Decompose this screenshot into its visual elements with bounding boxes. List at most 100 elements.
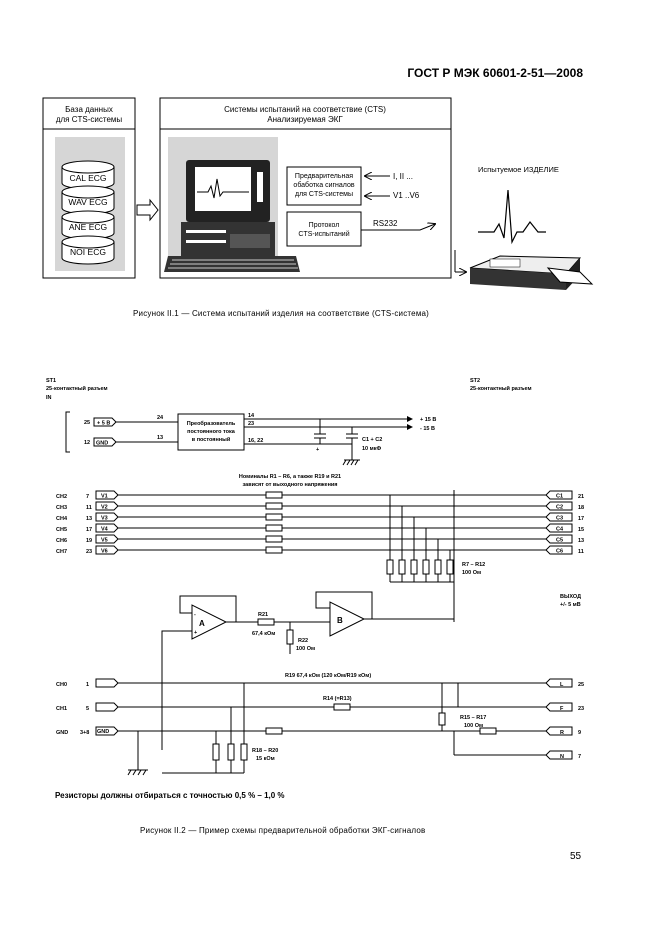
output-connector-2: [545, 512, 573, 522]
opamp-a-label: A: [199, 619, 205, 628]
channel-resistor-4: [265, 535, 283, 543]
r21-value: 67,4 кОм: [252, 631, 275, 637]
ch1-pin: 5: [86, 706, 89, 712]
channel-label-0: CH2: [56, 494, 67, 500]
output-range: +/- 5 мB: [560, 602, 581, 608]
svg-text:-: -: [194, 612, 196, 618]
database-title-line2: для CTS-системы: [56, 115, 123, 124]
input-connector-3: [95, 523, 119, 533]
st1-desc: 25-контактный разъем: [46, 385, 108, 392]
preproc-line1: Предварительная: [295, 173, 353, 180]
r19-label: R19 67,4 кОм (120 кОм/R19 кОм): [285, 673, 371, 679]
system-title-line1: Системы испытаний на соответствие (CTS): [224, 105, 386, 114]
r21-label: R21: [258, 612, 268, 618]
input-connector-0: [95, 490, 119, 500]
st1-in: IN: [46, 395, 52, 401]
output-name-3: C4: [556, 527, 564, 533]
opamp-b-label: B: [337, 616, 343, 625]
ch1-out-pin: 23: [578, 706, 584, 712]
document-header: ГОСТ Р МЭК 60601-2-51—2008: [407, 66, 583, 80]
output-connector-1: [545, 501, 573, 511]
db-item-cal: CAL ECG: [69, 173, 106, 183]
output-name-4: C5: [556, 538, 563, 544]
figure2-circuit: ST1 25-контактный разъем IN ST2 25-конта…: [46, 378, 584, 800]
db-cylinder-noi: NOI ECG: [61, 235, 115, 265]
st2-name: ST2: [470, 378, 480, 384]
ch1-label: CH1: [56, 706, 67, 712]
shunt-resistor-5: [446, 559, 454, 575]
r14-label: R14 (=R13): [323, 696, 352, 702]
channel-pin-5: 23: [86, 549, 92, 555]
pin-13: 13: [157, 435, 163, 441]
channel-label-5: CH7: [56, 549, 67, 555]
ch0-label: CH0: [56, 682, 67, 688]
preproc-line3: для CTS-системы: [295, 191, 353, 198]
nominal-note-line2: зависят от выходного напряжения: [243, 482, 338, 488]
shunt-resistor-4: [434, 559, 442, 575]
channel-pin-2: 13: [86, 516, 92, 522]
cts-system-box: [159, 97, 452, 279]
input-name-1: V2: [101, 505, 108, 511]
r7-r12-label: R7 – R12: [462, 562, 485, 568]
system-title-line2: Анализируемая ЭКГ: [267, 115, 343, 124]
converter-line3: в постоянный: [192, 436, 230, 443]
output-pin-0: 21: [578, 494, 584, 500]
shunt-resistor-2: [410, 559, 418, 575]
output-name-0: C1: [556, 494, 563, 500]
pin12-label: GND: [96, 441, 108, 447]
channel-resistor-2: [265, 513, 283, 521]
channel-label-4: CH6: [56, 538, 67, 544]
dc-dc-converter: [177, 413, 245, 451]
db-cylinder-cal: CAL ECG: [61, 160, 115, 190]
st1-name: ST1: [46, 378, 56, 384]
r22-value: 100 Ом: [296, 646, 315, 652]
ch1-out: F: [560, 706, 564, 712]
database-box: [42, 97, 136, 279]
db-item-wav: WAV ECG: [68, 197, 107, 207]
output-name-5: C6: [556, 549, 563, 555]
r-out-pin: 9: [578, 730, 581, 736]
pin-12: 12: [84, 440, 90, 446]
pin-25: 25: [84, 420, 90, 426]
channel-pin-3: 17: [86, 527, 92, 533]
channel-resistor-1: [265, 502, 283, 510]
output-connector-3: [545, 523, 573, 533]
plus-15v: + 15 B: [420, 417, 436, 423]
protocol-line2: CTS-испытаний: [298, 230, 349, 238]
cap-polarity: +: [316, 447, 319, 453]
database-title-line1: База данных: [65, 105, 113, 114]
opamp-a: [191, 604, 228, 640]
device-label: Испытуемое ИЗДЕЛИЕ: [478, 165, 559, 174]
gnd-pin: 3+8: [80, 730, 89, 736]
r15-r17-label: R15 – R17: [460, 715, 486, 721]
db-cylinder-wav: WAV ECG: [61, 185, 115, 215]
n-out-pin: 7: [578, 754, 581, 760]
channel-resistor-5: [265, 546, 283, 554]
transfer-arrow: [136, 198, 159, 222]
input-name-0: V1: [101, 494, 108, 500]
signal-chest-leads: V1 ..V6: [393, 191, 420, 200]
input-connector-4: [95, 534, 119, 544]
db-cylinder-ane: ANE ECG: [61, 210, 115, 240]
output-pin-4: 13: [578, 538, 584, 544]
channel-pin-0: 7: [86, 494, 89, 500]
r22-label: R22: [298, 638, 308, 644]
c1c2-label: C1 + C2: [362, 437, 382, 443]
channel-label-3: CH5: [56, 527, 67, 533]
gnd-connector-label: GND: [97, 729, 109, 735]
c1c2-value: 10 мкФ: [362, 446, 381, 452]
preproc-line2: обаботка сигналов: [293, 181, 354, 189]
channel-pin-4: 19: [86, 538, 92, 544]
pin-14: 14: [248, 413, 255, 419]
page-number: 55: [570, 851, 582, 862]
converter-line1: Преобразователь: [187, 420, 236, 427]
input-connector-1: [95, 501, 119, 511]
r7-r12-value: 100 Ом: [462, 570, 481, 576]
input-connector-5: [95, 545, 119, 555]
r15-r17-value: 100 Ом: [464, 723, 483, 729]
rs232-label: RS232: [373, 219, 398, 228]
protocol-line1: Протокол: [309, 222, 340, 229]
ch0-out-pin: 25: [578, 682, 584, 688]
figure1-diagram: База данных для CTS-системы CAL ECG WAV …: [42, 97, 594, 290]
